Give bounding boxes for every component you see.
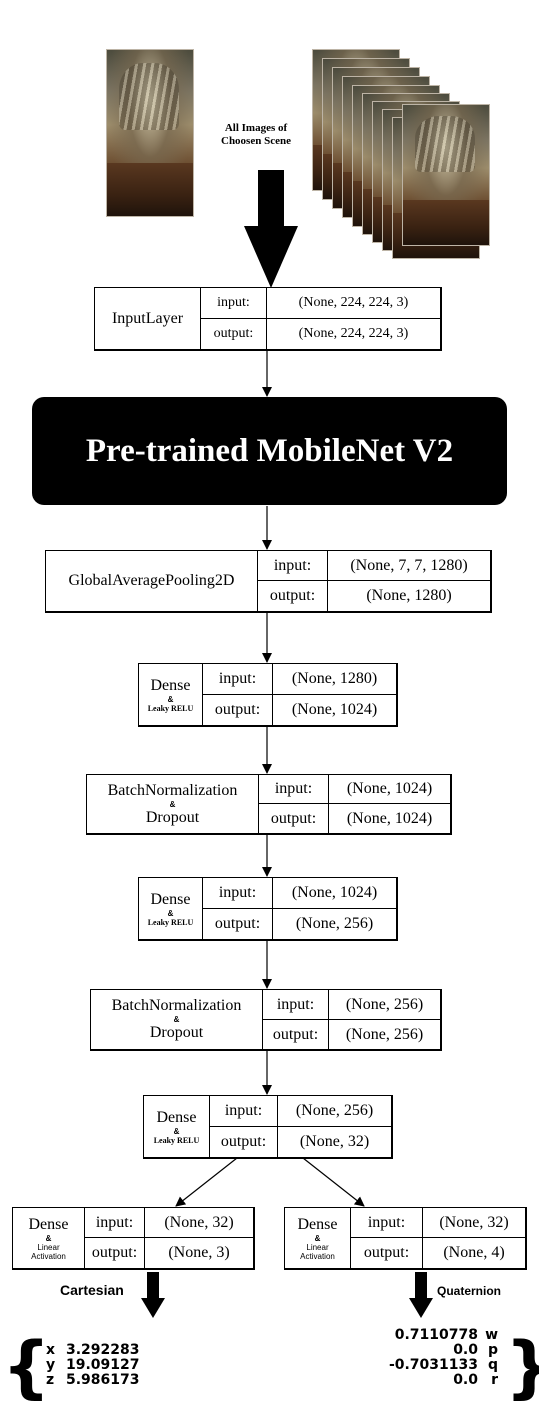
quaternion-label: Quaternion — [437, 1284, 502, 1298]
ampersand: & — [167, 694, 174, 704]
output-shape: (None, 1024) — [328, 803, 451, 834]
input-caption: All Images of Choosen Scene — [221, 122, 291, 147]
cartesian-label: Cartesian — [60, 1282, 124, 1298]
output-shape: (None, 32) — [277, 1126, 392, 1158]
activation-label: Leaky RELU — [153, 1135, 200, 1145]
layer-name: BatchNormalization — [107, 781, 238, 799]
ampersand: & — [173, 1015, 180, 1024]
input-label: input: — [258, 774, 329, 804]
layer-name-cell: Dense & Linear Activation — [284, 1207, 351, 1269]
layer-name-cell: Dense & Leaky RELU — [138, 877, 203, 940]
output-label: output: — [202, 908, 273, 940]
layer-name: InputLayer — [94, 287, 201, 350]
output-label: output: — [350, 1237, 423, 1269]
edge-dense3-to-quaternion — [302, 1157, 365, 1207]
main-input-arrow — [244, 170, 298, 288]
layer-name: GlobalAveragePooling2D — [45, 550, 258, 612]
activation-label-1: Linear — [306, 1242, 329, 1252]
dropout-label: Dropout — [149, 1024, 204, 1041]
dense1-node: Dense & Leaky RELU input: (None, 1280) o… — [138, 663, 398, 727]
activation-label-1: Linear — [37, 1242, 60, 1252]
dense-quaternion-node: Dense & Linear Activation input: (None, … — [284, 1207, 527, 1270]
layer-name-cell: BatchNormalization & Dropout — [86, 774, 259, 834]
ampersand: & — [45, 1233, 52, 1243]
dense3-node: Dense & Leaky RELU input: (None, 256) ou… — [143, 1095, 393, 1159]
mobilenet-banner: Pre-trained MobileNet V2 — [32, 397, 507, 505]
activation-label-2: Activation — [300, 1251, 335, 1261]
quaternion-brace: } — [505, 1334, 539, 1402]
input-label: input: — [202, 663, 273, 695]
dropout-label: Dropout — [145, 808, 200, 826]
output-shape: (None, 1280) — [327, 580, 491, 612]
input-shape: (None, 7, 7, 1280) — [327, 550, 491, 581]
bn1-node: BatchNormalization & Dropout input: (Non… — [86, 774, 452, 835]
input-label: input: — [262, 989, 329, 1020]
input-label: input: — [209, 1095, 278, 1127]
output-label: output: — [202, 694, 273, 726]
layer-name: Dense — [156, 1108, 197, 1126]
input-shape: (None, 256) — [328, 989, 441, 1020]
input-shape: (None, 32) — [144, 1207, 254, 1238]
dense2-node: Dense & Leaky RELU input: (None, 1024) o… — [138, 877, 398, 941]
input-label: input: — [202, 877, 273, 909]
ampersand: & — [167, 908, 174, 918]
cartesian-output-arrow — [141, 1272, 165, 1318]
scene-image — [106, 49, 194, 217]
layer-name-cell: Dense & Leaky RELU — [138, 663, 203, 726]
output-shape: (None, 1024) — [272, 694, 397, 726]
layer-name-cell: Dense & Linear Activation — [12, 1207, 85, 1269]
output-label: output: — [200, 318, 267, 350]
layer-name: Dense — [150, 676, 191, 694]
input-layer-node: InputLayer input: (None, 224, 224, 3) ou… — [94, 287, 442, 351]
input-shape: (None, 32) — [422, 1207, 526, 1238]
output-shape: (None, 256) — [328, 1019, 441, 1050]
output-shape: (None, 3) — [144, 1237, 254, 1269]
input-shape: (None, 224, 224, 3) — [266, 287, 441, 319]
output-label: output: — [258, 803, 329, 834]
ampersand: & — [169, 799, 176, 809]
input-shape: (None, 1280) — [272, 663, 397, 695]
output-label: output: — [262, 1019, 329, 1050]
layer-name: Dense — [150, 890, 191, 908]
gap-layer-node: GlobalAveragePooling2D input: (None, 7, … — [45, 550, 492, 613]
output-label: output: — [257, 580, 328, 612]
ampersand: & — [314, 1233, 321, 1243]
quaternion-output-arrow — [409, 1272, 433, 1318]
activation-label: Leaky RELU — [147, 703, 194, 713]
ampersand: & — [173, 1126, 180, 1136]
input-label: input: — [257, 550, 328, 581]
dense-cartesian-node: Dense & Linear Activation input: (None, … — [12, 1207, 255, 1270]
activation-label-2: Activation — [31, 1251, 66, 1261]
output-label: output: — [84, 1237, 145, 1269]
layer-name: Dense — [28, 1215, 69, 1233]
cartesian-brace: { — [2, 1328, 51, 1407]
layer-name: Dense — [297, 1215, 338, 1233]
input-shape: (None, 1024) — [328, 774, 451, 804]
input-shape: (None, 256) — [277, 1095, 392, 1127]
output-shape: (None, 4) — [422, 1237, 526, 1269]
layer-name: BatchNormalization — [111, 997, 242, 1014]
input-label: input: — [350, 1207, 423, 1238]
layer-name-cell: Dense & Leaky RELU — [143, 1095, 210, 1158]
output-shape: (None, 224, 224, 3) — [266, 318, 441, 350]
layer-name-cell: BatchNormalization & Dropout — [90, 989, 263, 1050]
input-shape: (None, 1024) — [272, 877, 397, 909]
output-label: output: — [209, 1126, 278, 1158]
bn2-node: BatchNormalization & Dropout input: (Non… — [90, 989, 442, 1051]
output-shape: (None, 256) — [272, 908, 397, 940]
activation-label: Leaky RELU — [147, 917, 194, 927]
input-label: input: — [84, 1207, 145, 1238]
edge-dense3-to-cartesian — [175, 1157, 238, 1207]
input-label: input: — [200, 287, 267, 319]
